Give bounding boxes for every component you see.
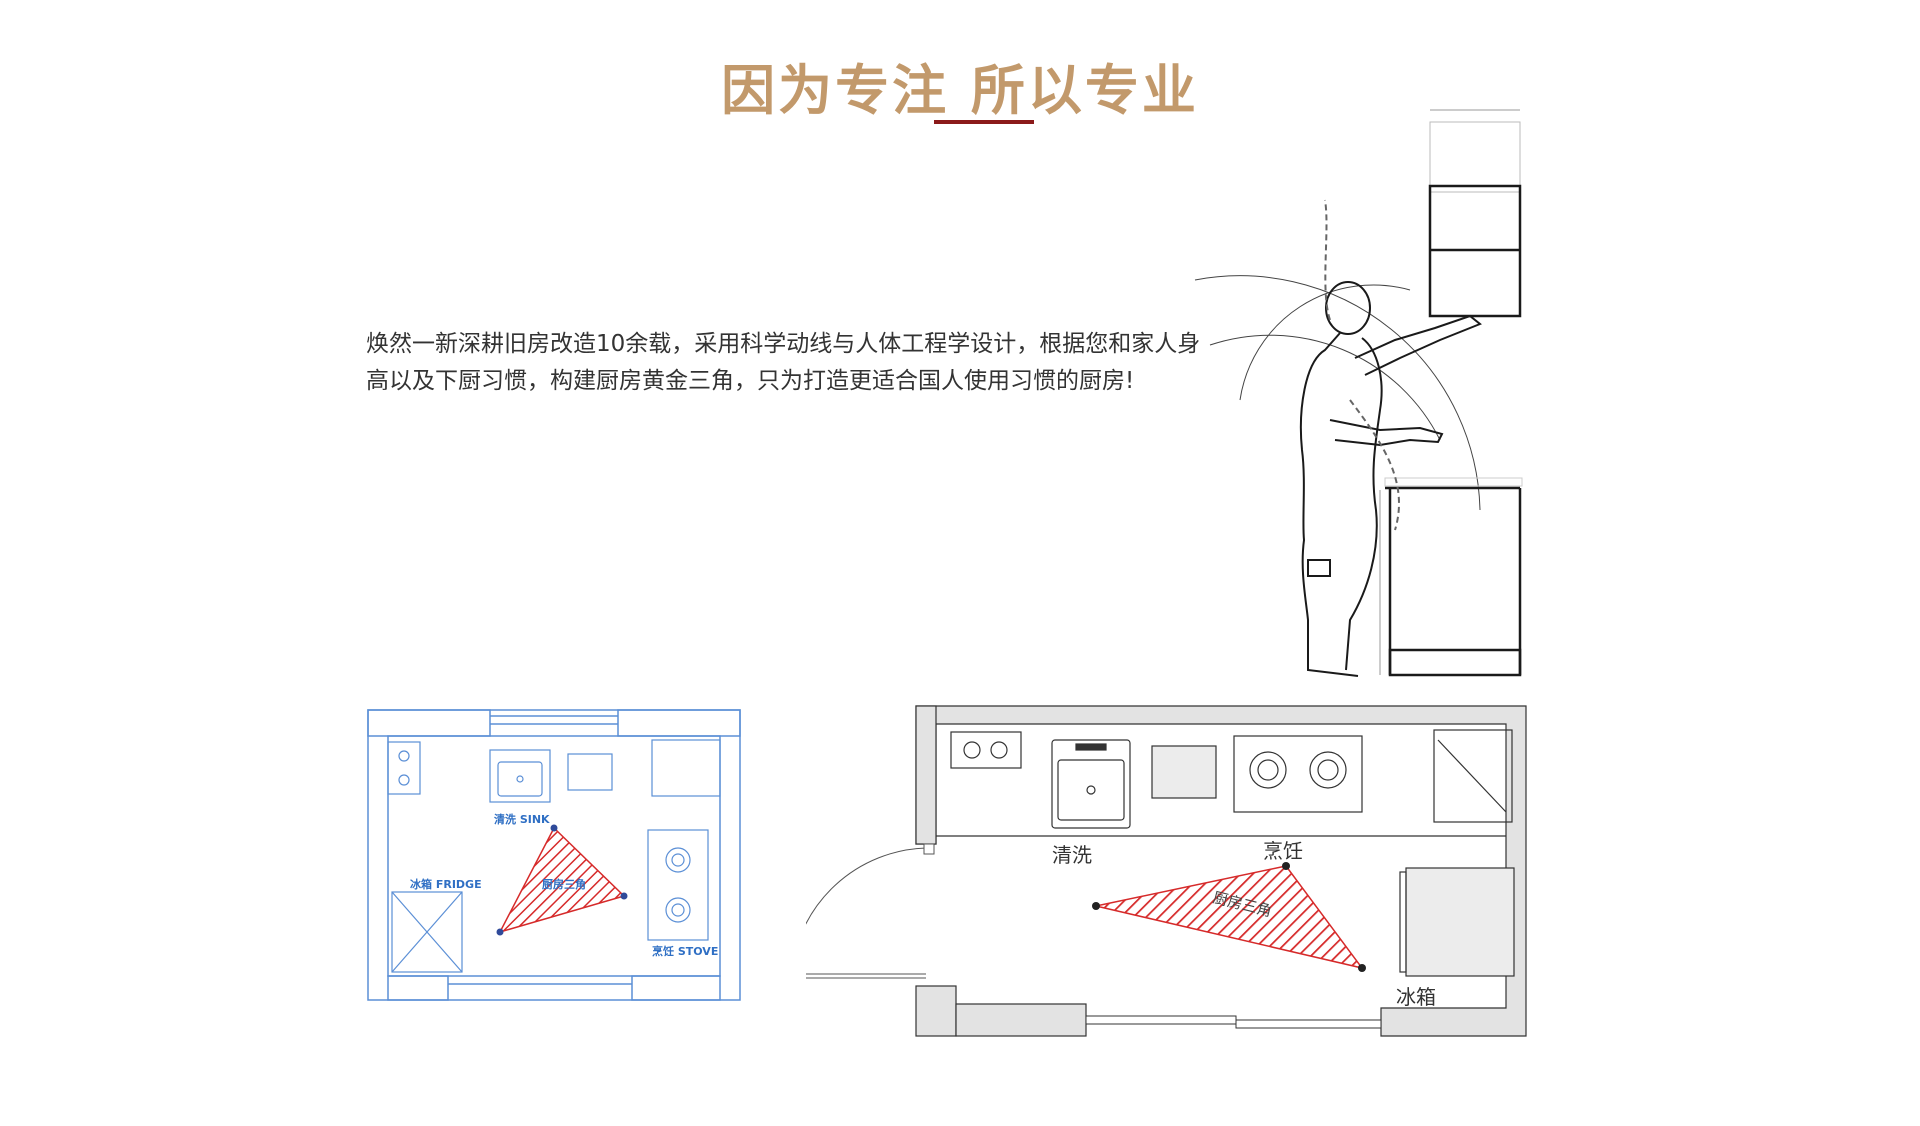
blue-kitchen-plan: 清洗 SINK 厨房三角 冰箱 FRIDGE 烹饪 STOVE [367,709,741,1001]
title-underline [934,120,1034,124]
gray-plan-walls [915,705,1527,1037]
gray-plan-window [1085,1015,1382,1029]
blue-stove-label: 烹饪 STOVE [652,944,718,958]
gray-point-stove [1282,862,1290,870]
page-title: 因为专注 所以专业 [721,59,1199,122]
blue-plan-fixtures [387,739,721,973]
gray-point-sink [1092,902,1100,910]
ergonomic-illustration [1194,109,1523,677]
gray-plan-counter [936,729,1515,977]
base-cabinet [1379,477,1523,677]
gray-plan-work-triangle [1095,865,1364,970]
reach-arcs [1194,275,1481,511]
gray-sink-label: 清洗 [1052,843,1092,867]
gray-point-fridge [1358,964,1366,972]
triangle-point-fridge [496,928,504,936]
triangle-point-sink [550,824,558,832]
wall-cabinet [1428,109,1522,318]
blue-fridge-label: 冰箱 FRIDGE [410,877,482,891]
human-figure [1299,199,1482,677]
triangle-point-stove [620,892,628,900]
intro-paragraph: 焕然一新深耕旧房改造10余载，采用科学动线与人体工程学设计，根据您和家人身高以及… [366,331,1201,394]
gray-stove-label: 烹饪 [1263,839,1303,863]
blue-plan-walls [367,709,741,1001]
blue-plan-work-triangle [498,826,626,934]
gray-plan-door [806,843,935,979]
gray-fridge-label: 冰箱 [1396,985,1436,1009]
blue-triangle-label: 厨房三角 [542,877,586,891]
blue-sink-label: 清洗 SINK [494,812,550,826]
gray-kitchen-plan: 清洗 烹饪 厨房三角 冰箱 [806,705,1527,1037]
